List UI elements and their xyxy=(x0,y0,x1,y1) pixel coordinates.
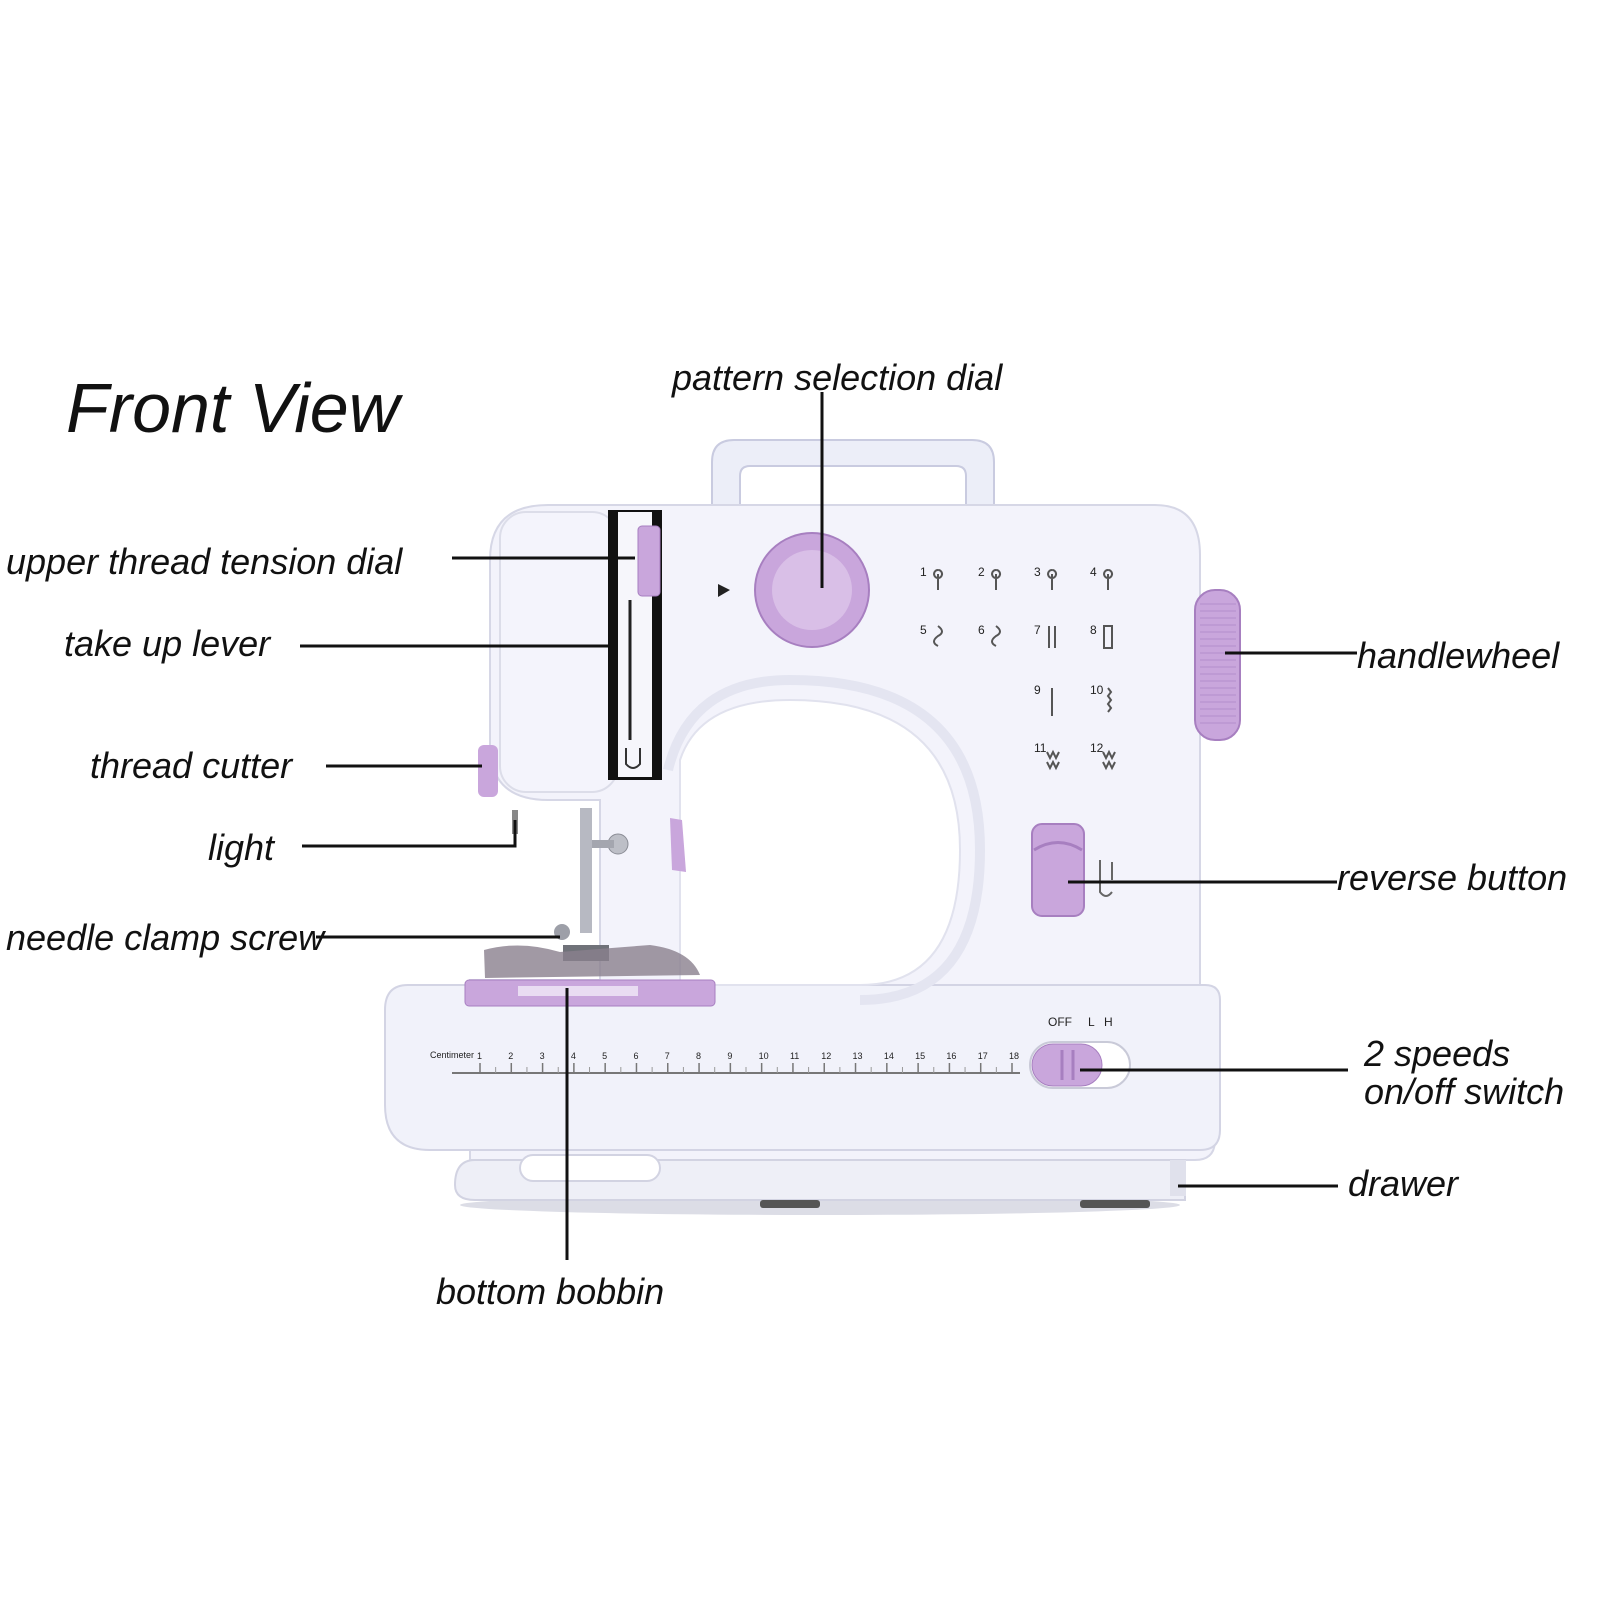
label-handlewheel: handlewheel xyxy=(1357,635,1560,676)
drawer-edge xyxy=(1170,1160,1186,1196)
ruler-tick-label: 8 xyxy=(696,1051,701,1061)
foot-left xyxy=(760,1200,820,1208)
stitch-number: 10 xyxy=(1090,683,1104,697)
stitch-pattern-icon xyxy=(1103,569,1114,590)
ruler-label: Centimeter xyxy=(430,1050,474,1060)
label-take-up-lever: take up lever xyxy=(64,623,272,664)
stitch-number: 3 xyxy=(1034,565,1041,579)
presser-bar xyxy=(592,840,614,848)
ruler-tick-label: 1 xyxy=(477,1051,482,1061)
stitch-number: 11 xyxy=(1034,741,1047,755)
stitch-pattern-icon xyxy=(1048,626,1056,648)
stitch-number: 7 xyxy=(1034,623,1041,637)
tension-dial-wheel xyxy=(637,525,661,597)
fabric xyxy=(484,945,700,978)
thread-guide xyxy=(625,748,641,769)
pattern-dial-face xyxy=(772,550,852,630)
ruler-tick-label: 6 xyxy=(633,1051,638,1061)
reverse-stitch-icon xyxy=(1099,860,1113,897)
ruler-tick-label: 9 xyxy=(727,1051,732,1061)
stitch-pattern-icon xyxy=(1103,625,1113,649)
carry-handle xyxy=(711,439,995,511)
label-drawer: drawer xyxy=(1348,1163,1460,1204)
ruler-tick-label: 17 xyxy=(978,1051,988,1061)
stitch-number: 12 xyxy=(1090,741,1104,755)
ruler-tick-label: 11 xyxy=(790,1051,799,1061)
ruler-tick-label: 4 xyxy=(571,1051,576,1061)
switch-label-off: OFF xyxy=(1048,1015,1072,1029)
stitch-pattern-icon xyxy=(933,569,944,590)
ruler-tick-label: 3 xyxy=(540,1051,545,1061)
stitch-number: 9 xyxy=(1034,683,1041,697)
stitch-number: 4 xyxy=(1090,565,1097,579)
label-on-off-switch: on/off switch xyxy=(1364,1071,1564,1112)
ruler-tick-label: 16 xyxy=(946,1051,956,1061)
stitch-number: 2 xyxy=(978,565,985,579)
presser-foot-lever xyxy=(670,818,686,872)
stitch-number: 8 xyxy=(1090,623,1097,637)
ruler-tick-label: 12 xyxy=(821,1051,831,1061)
label-two-speeds: 2 speeds xyxy=(1363,1033,1510,1074)
switch-label-high: H xyxy=(1104,1015,1113,1029)
ruler-tick-label: 18 xyxy=(1009,1051,1019,1061)
arch-opening xyxy=(679,698,962,986)
label-thread-cutter: thread cutter xyxy=(90,745,294,786)
feed-dog-slot xyxy=(518,986,638,996)
stitch-pattern-icon xyxy=(933,625,943,647)
reverse-button-ridge xyxy=(1033,841,1083,852)
stitch-pattern-icon xyxy=(1106,687,1113,713)
dial-pointer-icon xyxy=(718,584,730,597)
stitch-pattern-icon xyxy=(1047,569,1058,590)
ruler-tick-label: 2 xyxy=(508,1051,513,1061)
needle-bar xyxy=(580,808,592,933)
stitch-number: 5 xyxy=(920,623,927,637)
speed-switch-knob xyxy=(1031,1043,1103,1087)
stitch-pattern-icon xyxy=(991,625,1001,647)
label-upper-thread-tension-dial: upper thread tension dial xyxy=(6,541,403,582)
handwheel-body xyxy=(1194,589,1241,741)
leader-light xyxy=(302,820,517,848)
stitch-pattern-icon xyxy=(991,569,1002,590)
stitch-number: 6 xyxy=(978,623,985,637)
ruler-tick-label: 10 xyxy=(759,1051,769,1061)
label-reverse-button: reverse button xyxy=(1337,857,1567,898)
label-bottom-bobbin: bottom bobbin xyxy=(436,1271,664,1312)
reverse-button-body xyxy=(1031,823,1085,917)
switch-label-low: L xyxy=(1088,1015,1095,1029)
ruler-tick-label: 13 xyxy=(853,1051,863,1061)
head-panel xyxy=(499,511,619,793)
stitch-number: 1 xyxy=(920,565,927,579)
ruler-tick-label: 5 xyxy=(602,1051,607,1061)
arch-rim xyxy=(663,674,986,1005)
leader-lines xyxy=(300,392,1357,1260)
ruler-tick-label: 14 xyxy=(884,1051,894,1061)
base-slot xyxy=(519,1154,661,1182)
label-light: light xyxy=(208,827,276,868)
foot-right xyxy=(1080,1200,1150,1208)
labels: pattern selection dial upper thread tens… xyxy=(6,357,1567,1312)
thread-cutter-button xyxy=(478,745,498,797)
ruler-tick-label: 15 xyxy=(915,1051,925,1061)
label-pattern-selection-dial: pattern selection dial xyxy=(671,357,1003,398)
diagram-title: Front View xyxy=(66,369,404,447)
ruler-tick-label: 7 xyxy=(665,1051,670,1061)
stitch-pattern-icon xyxy=(1046,749,1060,771)
machine-bed xyxy=(384,984,1221,1151)
label-needle-clamp-screw: needle clamp screw xyxy=(6,917,326,958)
stitch-pattern-icon xyxy=(1102,749,1116,771)
